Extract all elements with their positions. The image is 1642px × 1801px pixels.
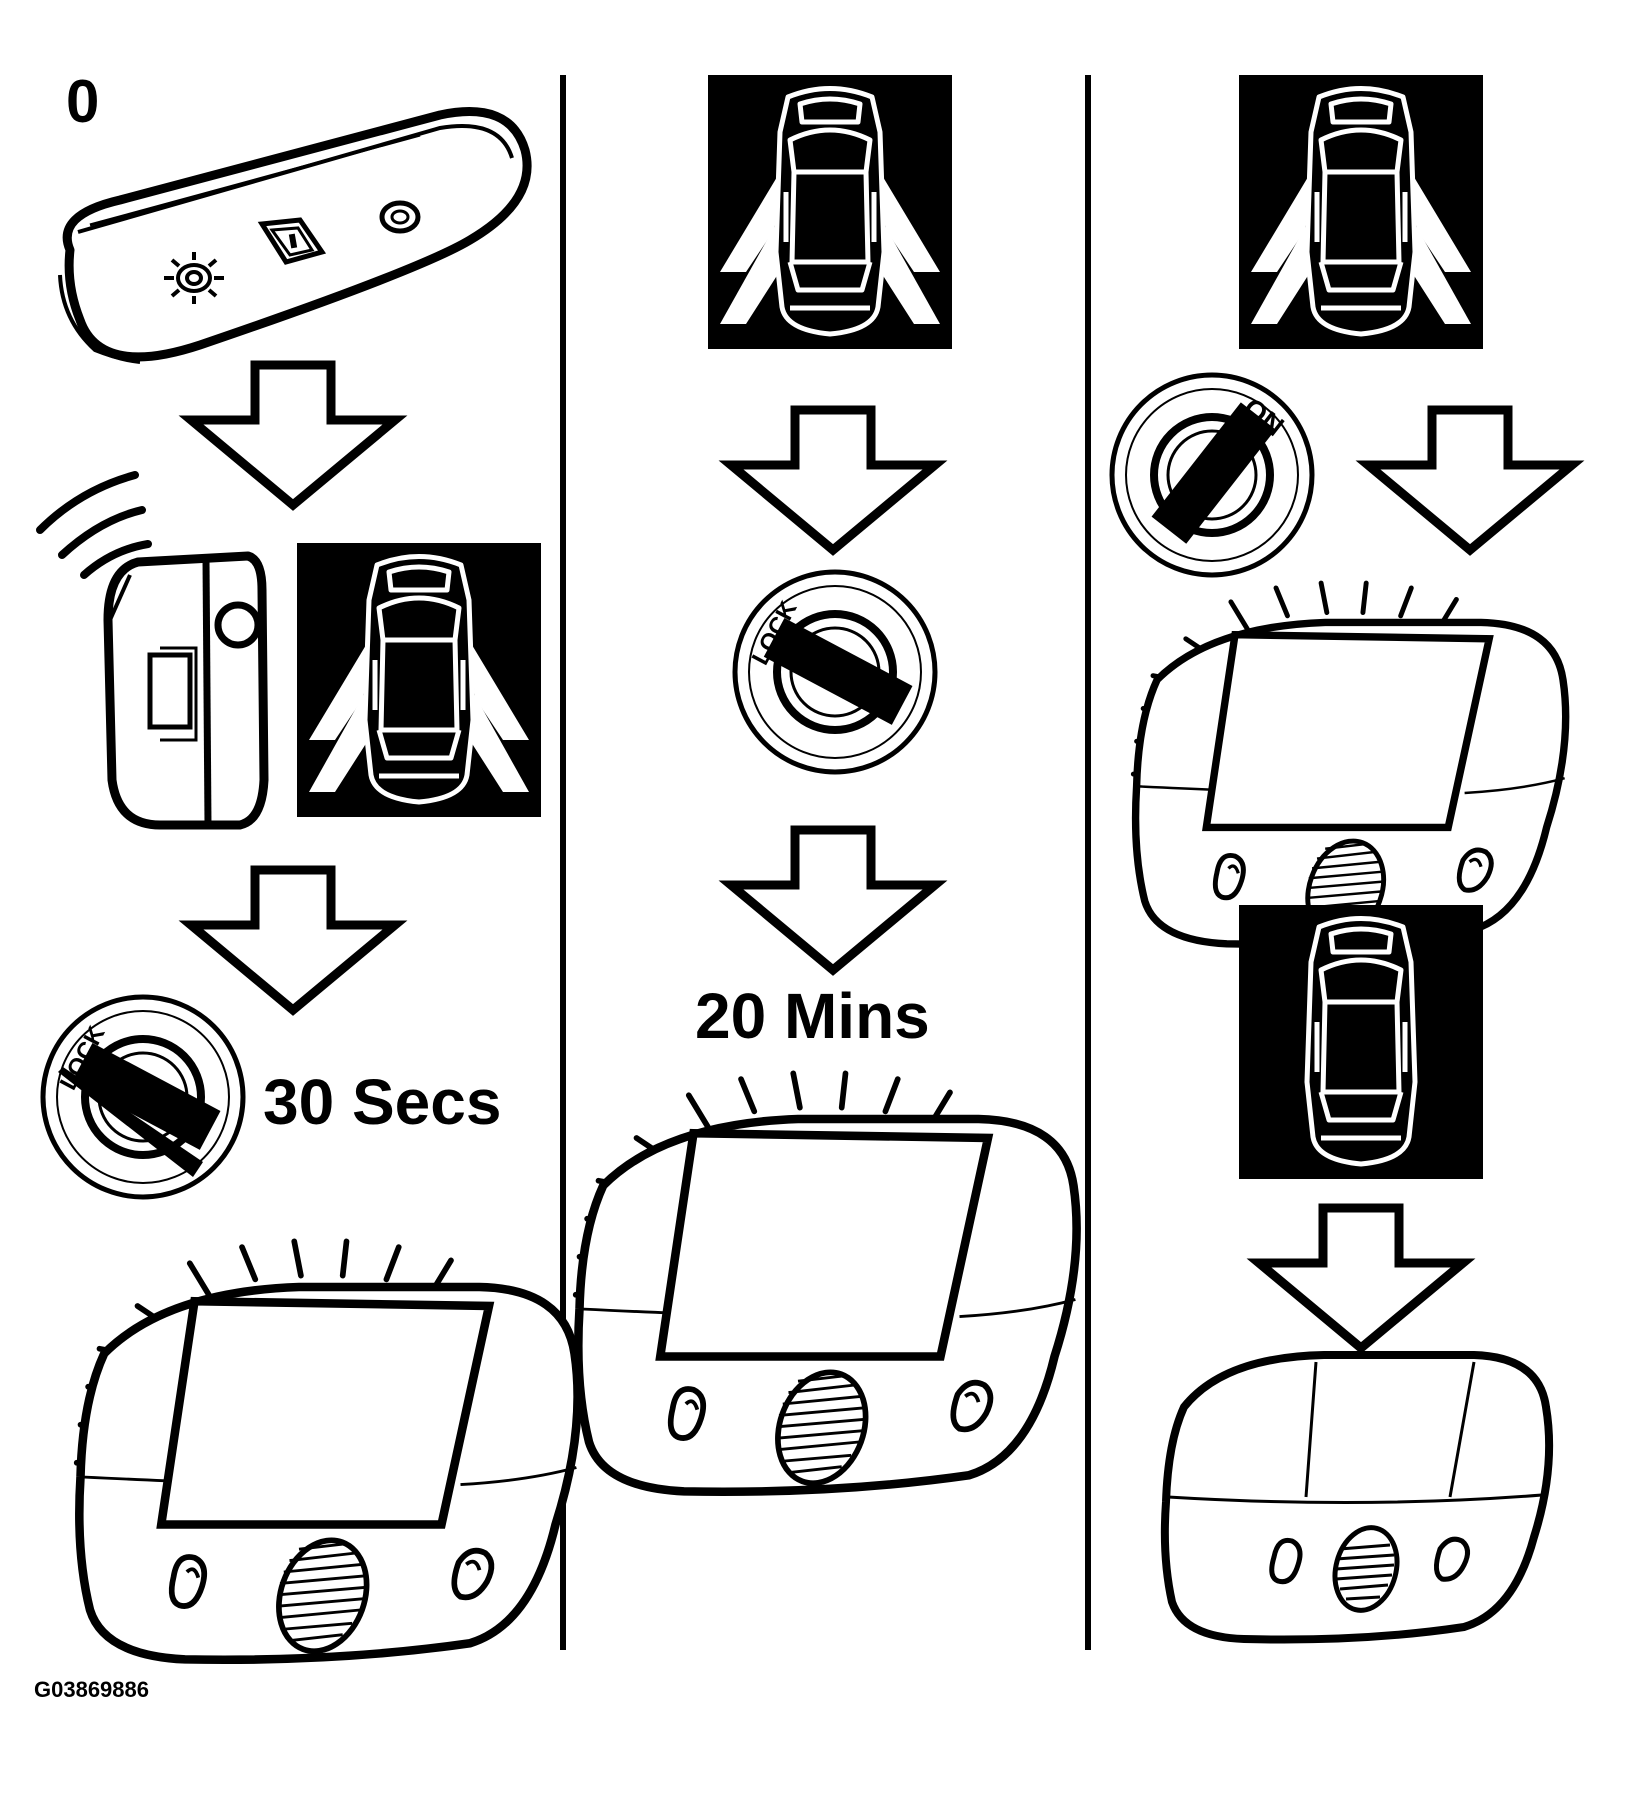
dome-lamp-lit-icon bbox=[576, 1073, 1077, 1495]
timer-label-30-secs: 30 Secs bbox=[263, 1066, 501, 1138]
remote-fob-icon bbox=[58, 107, 532, 364]
figure-id: G03869886 bbox=[34, 1677, 149, 1702]
car-doors-open-icon bbox=[708, 75, 952, 349]
lock-button-icon bbox=[379, 200, 421, 234]
ignition-on-icon: ON bbox=[1112, 375, 1312, 575]
car-doors-closed-icon bbox=[1239, 905, 1483, 1179]
step-label: 0 bbox=[66, 68, 99, 135]
remote-transmitter-icon bbox=[36, 471, 269, 830]
dome-lamp-off-icon bbox=[1165, 1355, 1549, 1640]
car-doors-open-icon bbox=[1239, 75, 1483, 349]
down-arrow-icon bbox=[1368, 410, 1572, 550]
dome-lamp-lit-icon bbox=[1133, 583, 1565, 947]
down-arrow-icon bbox=[1259, 1208, 1463, 1348]
down-arrow-icon bbox=[731, 830, 935, 970]
door-button-icon bbox=[257, 217, 327, 265]
ignition-lock-icon: LOCK bbox=[43, 997, 243, 1197]
down-arrow-icon bbox=[731, 410, 935, 550]
dome-lamp-lit-icon bbox=[77, 1241, 578, 1663]
down-arrow-icon bbox=[191, 365, 395, 505]
timer-label-20-mins: 20 Mins bbox=[695, 980, 930, 1052]
light-button-icon bbox=[164, 252, 224, 304]
ignition-lock-icon: LOCK bbox=[735, 572, 935, 772]
car-doors-open-icon bbox=[297, 543, 541, 817]
down-arrow-icon bbox=[191, 870, 395, 1010]
